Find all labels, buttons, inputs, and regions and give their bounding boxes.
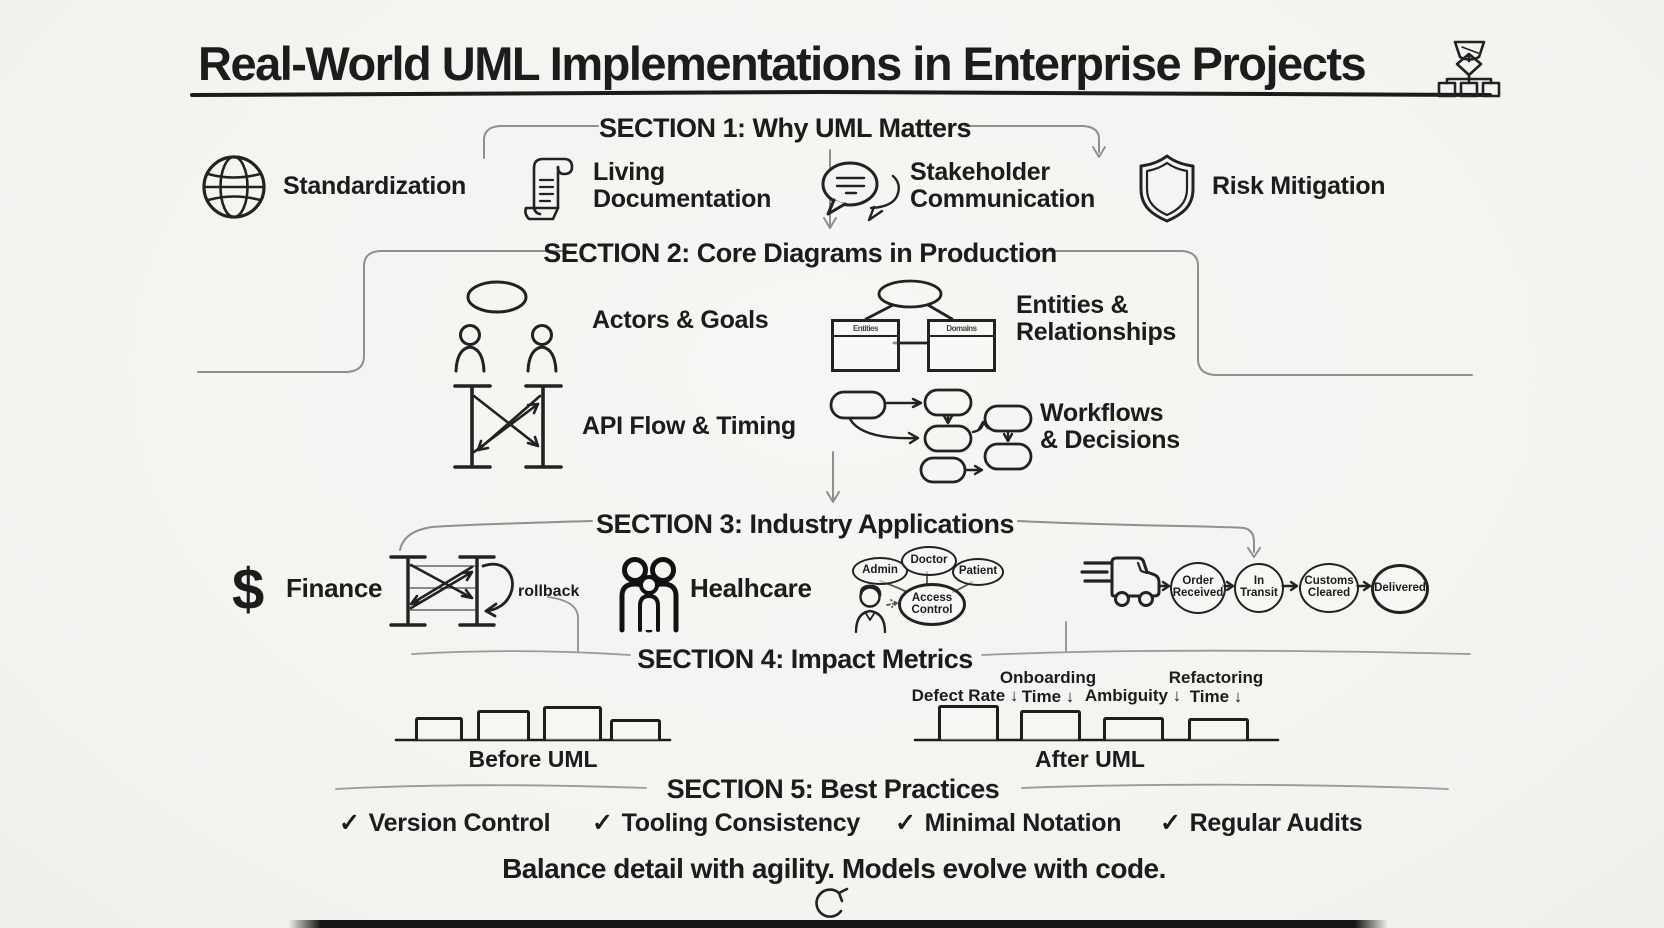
section3-heading: SECTION 3: Industry Applications — [595, 509, 1015, 539]
page-title: Real-World UML Implementations in Enterp… — [198, 37, 1367, 90]
section4-connectors — [411, 649, 1471, 656]
after-bar — [1103, 717, 1164, 740]
after-uml-label: After UML — [1035, 746, 1145, 772]
s1-label-living-documentation: Living Documentation — [593, 158, 772, 213]
section2-connectors — [197, 250, 1473, 503]
er-entity-box: Domains — [927, 319, 996, 372]
bottom-edge-band — [288, 920, 1388, 928]
metric-refactoring-time: Refactoring Time ↓ — [1168, 668, 1264, 707]
finance-sequence-icon — [389, 555, 496, 627]
healthcare-group-icon — [619, 557, 679, 633]
rollback-arrow-icon — [481, 562, 514, 618]
s3-label-healthcare: Healhcare — [690, 573, 812, 603]
section1-connectors — [483, 125, 1106, 229]
footer-tagline: Balance detail with agility. Models evol… — [502, 853, 1166, 884]
metric-onboarding-time: Onboarding Time ↓ — [999, 668, 1097, 707]
before-bar — [477, 710, 530, 740]
s2-label-actors-goals: Actors & Goals — [592, 306, 769, 334]
logistics-state-in-transit: In Transit — [1234, 563, 1284, 613]
after-bar — [1188, 718, 1249, 740]
use-case-icon — [454, 280, 558, 373]
activity-diagram-icon — [829, 388, 1033, 484]
best-practice-label: Regular Audits — [1189, 809, 1363, 837]
flowchart-icon — [1437, 40, 1501, 98]
globe-icon — [202, 155, 266, 219]
before-uml-label: Before UML — [468, 746, 598, 772]
logistics-state-order-received: Order Received — [1170, 562, 1226, 614]
before-bar — [610, 719, 661, 740]
s3-label-finance: Finance — [286, 573, 383, 603]
sequence-diagram-icon — [453, 384, 563, 469]
person-icon — [854, 584, 887, 634]
scroll-icon — [524, 157, 574, 221]
s1-label-stakeholder-communication: Stakeholder Communication — [910, 158, 1095, 213]
rollback-annotation: rollback — [518, 583, 580, 600]
checkmark-icon: ✓ — [895, 809, 916, 837]
best-practice-version-control: ✓ Version Control — [339, 808, 551, 838]
s2-label-workflows-decisions: Workflows & Decisions — [1040, 399, 1180, 454]
er-entity-box: Entities — [831, 319, 900, 372]
er-box-title: Entities — [834, 322, 897, 337]
checkmark-icon: ✓ — [339, 809, 360, 837]
best-practice-tooling-consistency: ✓ Tooling Consistency — [592, 808, 860, 838]
role-bubble-patient: Patient — [952, 558, 1004, 586]
title-underline — [190, 90, 1492, 97]
best-practice-label: Tooling Consistency — [621, 809, 861, 837]
logistics-state-customs-cleared: Customs Cleared — [1299, 563, 1359, 613]
section5-heading: SECTION 5: Best Practices — [666, 774, 1000, 804]
checkmark-icon: ✓ — [1160, 809, 1181, 837]
checkmark-icon: ✓ — [592, 809, 613, 837]
dollar-sign-icon: $ — [232, 557, 265, 622]
best-practice-regular-audits: ✓ Regular Audits — [1160, 808, 1363, 838]
section3-connectors — [399, 520, 1261, 653]
metric-defect-rate: Defect Rate ↓ — [911, 686, 1019, 705]
section1-heading: SECTION 1: Why UML Matters — [598, 113, 972, 143]
s1-label-risk-mitigation: Risk Mitigation — [1212, 172, 1386, 200]
section5-connectors — [335, 783, 1449, 790]
metric-ambiguity: Ambiguity ↓ — [1084, 686, 1182, 705]
er-box-title: Domains — [930, 322, 993, 337]
after-bar — [938, 705, 999, 740]
s1-label-standardization: Standardization — [283, 172, 467, 200]
role-bubble-admin: Admin — [852, 557, 908, 585]
shield-icon — [1139, 154, 1195, 223]
refresh-icon — [815, 887, 849, 918]
before-bar — [415, 717, 463, 740]
speech-bubbles-icon — [821, 161, 900, 222]
logistics-state-delivered: Delivered — [1371, 564, 1429, 614]
best-practice-label: Minimal Notation — [924, 809, 1122, 837]
access-control-bubble: Access Control — [898, 583, 966, 626]
best-practice-minimal-notation: ✓ Minimal Notation — [895, 808, 1122, 838]
after-bar — [1020, 710, 1081, 740]
before-bar — [543, 706, 602, 740]
section2-heading: SECTION 2: Core Diagrams in Production — [543, 238, 1057, 268]
s2-label-api-flow-timing: API Flow & Timing — [582, 412, 796, 440]
section4-heading: SECTION 4: Impact Metrics — [637, 644, 973, 674]
role-bubble-doctor: Doctor — [901, 546, 957, 576]
best-practice-label: Version Control — [368, 809, 551, 837]
truck-icon — [1080, 556, 1161, 607]
s2-label-entities-relationships: Entities & Relationships — [1016, 291, 1177, 346]
